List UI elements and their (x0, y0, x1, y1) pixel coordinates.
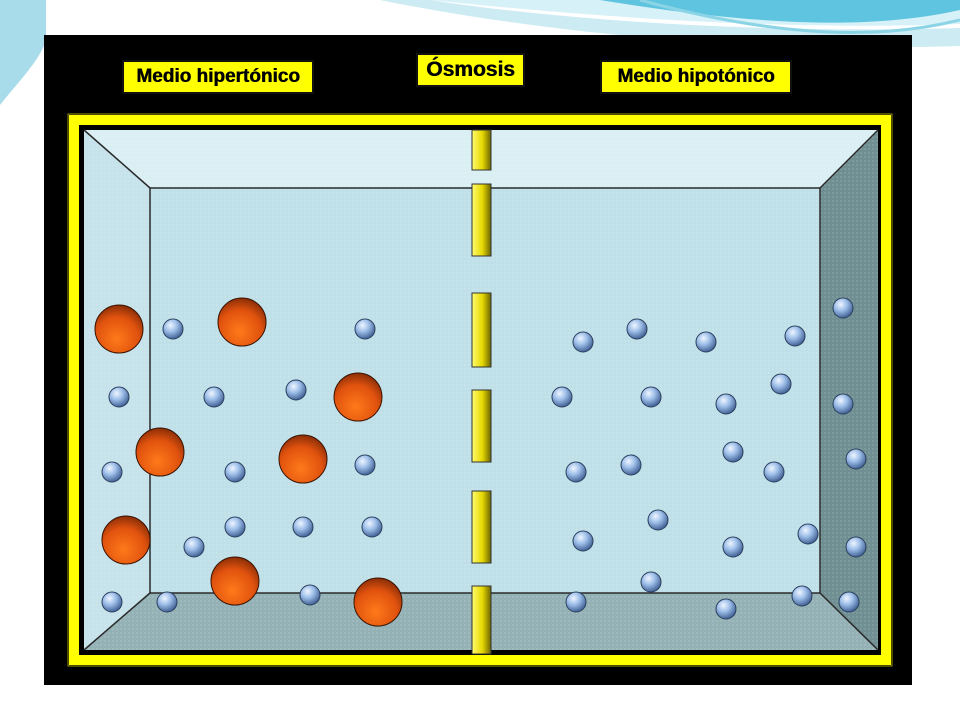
water-molecule (845, 448, 867, 470)
water-molecule (784, 325, 806, 347)
water-molecule (354, 318, 376, 340)
water-molecule (361, 516, 383, 538)
hypotonic-label: Medio hipotónico (600, 60, 792, 94)
water-molecule (572, 530, 594, 552)
water-molecule (626, 318, 648, 340)
water-molecule (770, 373, 792, 395)
solute-molecule (278, 434, 328, 484)
water-molecule (299, 584, 321, 606)
water-molecule (162, 318, 184, 340)
semipermeable-membrane (471, 129, 492, 655)
water-molecule (640, 571, 662, 593)
water-molecule (224, 461, 246, 483)
water-molecule (832, 393, 854, 415)
water-molecule (565, 461, 587, 483)
water-molecule (224, 516, 246, 538)
water-molecule (838, 591, 860, 613)
membrane-segment (471, 183, 492, 257)
slide-title: Ósmosis (416, 53, 525, 87)
solute-molecule (353, 577, 403, 627)
solute-molecule (135, 427, 185, 477)
left-compartment (94, 297, 403, 627)
membrane-segment (471, 490, 492, 564)
water-molecule (845, 536, 867, 558)
solute-molecule (101, 515, 151, 565)
water-molecule (203, 386, 225, 408)
water-molecule (620, 454, 642, 476)
hypertonic-label: Medio hipertónico (122, 60, 314, 94)
water-molecule (722, 536, 744, 558)
water-molecule (715, 598, 737, 620)
water-molecule (722, 441, 744, 463)
container-frame (69, 115, 891, 665)
water-molecule (156, 591, 178, 613)
membrane-segment (471, 129, 492, 171)
water-molecule (183, 536, 205, 558)
membrane-segment (471, 292, 492, 368)
water-molecule (354, 454, 376, 476)
water-molecule (640, 386, 662, 408)
water-molecule (101, 461, 123, 483)
water-molecule (695, 331, 717, 353)
water-molecule (763, 461, 785, 483)
water-molecule (292, 516, 314, 538)
solute-molecule (217, 297, 267, 347)
water-molecule (551, 386, 573, 408)
water-molecule (797, 523, 819, 545)
solute-molecule (210, 556, 260, 606)
water-molecule (791, 585, 813, 607)
water-molecule (565, 591, 587, 613)
membrane-segment (471, 585, 492, 655)
right-compartment (551, 297, 867, 620)
water-molecule (285, 379, 307, 401)
water-molecule (832, 297, 854, 319)
solute-molecule (333, 372, 383, 422)
water-molecule (715, 393, 737, 415)
water-molecule (108, 386, 130, 408)
membrane-segment (471, 389, 492, 463)
solute-molecule (94, 304, 144, 354)
water-molecule (101, 591, 123, 613)
water-molecule (572, 331, 594, 353)
water-molecule (647, 509, 669, 531)
